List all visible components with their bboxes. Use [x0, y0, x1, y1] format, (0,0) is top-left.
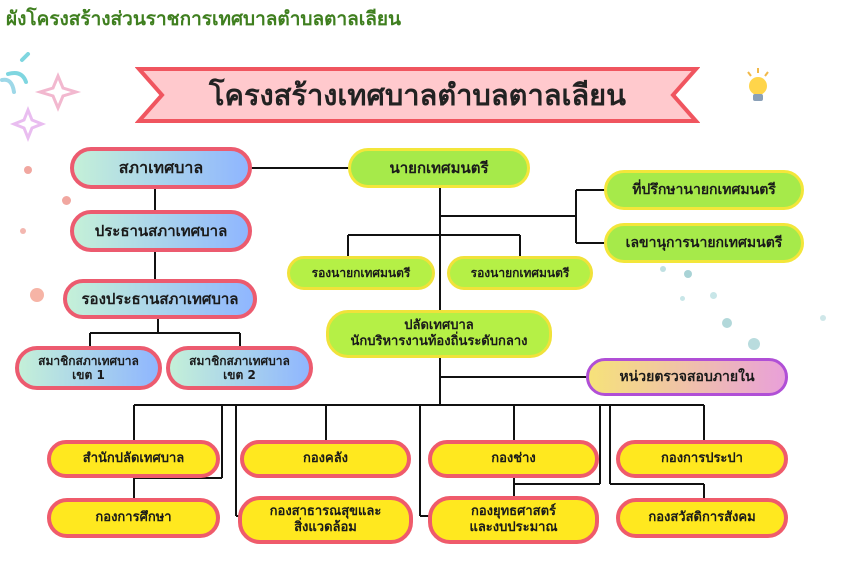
node-council: สภาเทศบาล: [70, 147, 252, 189]
node-dept-engineering: กองช่าง: [428, 440, 599, 478]
node-dept-health: กองสาธารณสุขและสิ่งแวดล้อม: [238, 496, 413, 544]
node-internal-audit: หน่วยตรวจสอบภายใน: [586, 358, 788, 396]
node-mayor-secretary: เลขานุการนายกเทศมนตรี: [604, 223, 804, 263]
banner-title: โครงสร้างเทศบาลตำบลตาลเลียน: [208, 78, 627, 112]
node-deputy-mayor-1: รองนายกเทศมนตรี: [287, 256, 435, 290]
node-council-member-1: สมาชิกสภาเทศบาลเขต 1: [15, 346, 162, 390]
node-council-vice-president: รองประธานสภาเทศบาล: [63, 279, 257, 319]
node-dept-welfare: กองสวัสดิการสังคม: [616, 498, 788, 538]
node-deputy-mayor-2: รองนายกเทศมนตรี: [447, 256, 593, 290]
node-council-president: ประธานสภาเทศบาล: [70, 210, 252, 252]
banner: โครงสร้างเทศบาลตำบลตาลเลียน: [135, 65, 700, 125]
node-dept-water: กองการประปา: [616, 440, 788, 478]
page-title: ผังโครงสร้างส่วนราชการเทศบาลตำบลตาลเลียน: [6, 8, 402, 30]
node-dept-finance: กองคลัง: [240, 440, 411, 478]
node-dept-office: สำนักปลัดเทศบาล: [47, 440, 220, 478]
lightbulb-icon: [747, 68, 769, 101]
node-council-member-2: สมาชิกสภาเทศบาลเขต 2: [166, 346, 313, 390]
node-mayor: นายกเทศมนตรี: [348, 148, 530, 188]
node-dept-education: กองการศึกษา: [47, 498, 220, 538]
node-dept-strategy: กองยุทธศาสตร์และงบประมาณ: [428, 496, 599, 544]
node-municipal-clerk: ปลัดเทศบาลนักบริหารงานท้องถิ่นระดับกลาง: [326, 310, 552, 358]
sparkle-icon: [0, 52, 82, 143]
node-mayor-advisor: ที่ปรึกษานายกเทศมนตรี: [604, 170, 804, 210]
